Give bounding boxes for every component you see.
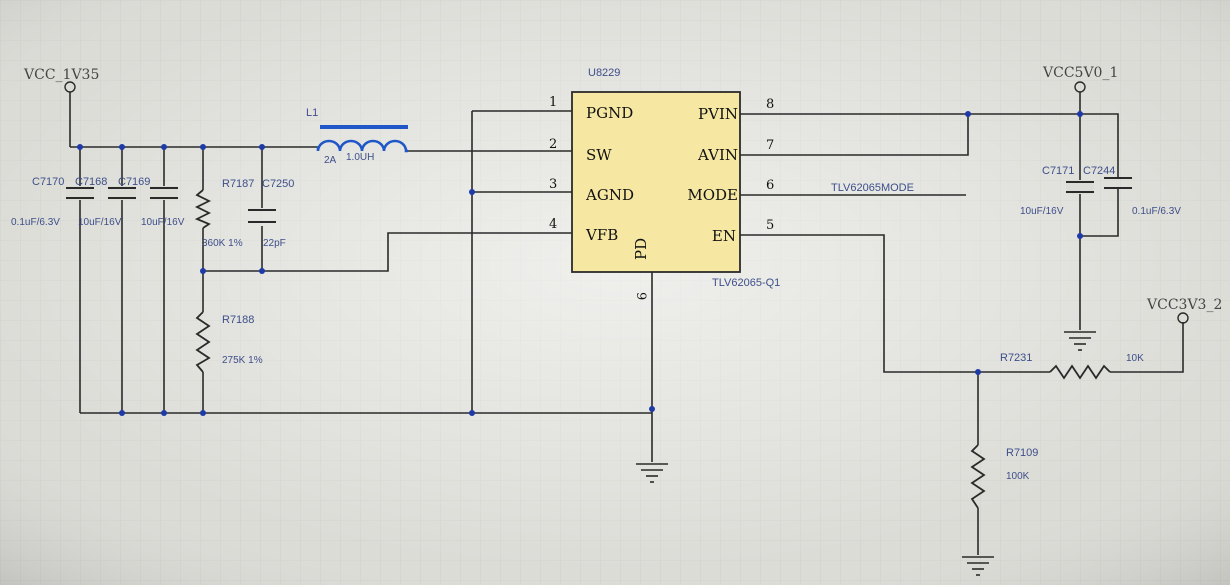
refdes-c7170: C7170 bbox=[32, 176, 64, 188]
junctions bbox=[77, 111, 1083, 416]
junction-dot bbox=[965, 111, 971, 117]
net-label-vcc1v35: VCC_1V35 bbox=[23, 67, 99, 83]
net-label-vcc5v0: VCC5V0_1 bbox=[1042, 65, 1118, 81]
junction-dot bbox=[259, 268, 265, 274]
pin-name-agnd: AGND bbox=[585, 186, 634, 204]
refdes-l1: L1 bbox=[306, 107, 318, 119]
wire-r7231-to-3v3 bbox=[1110, 322, 1184, 373]
junction-dot bbox=[77, 144, 83, 150]
ground-symbol-icon bbox=[636, 463, 668, 483]
pin-name-pgnd: PGND bbox=[586, 104, 633, 122]
inductor-coil-icon bbox=[316, 139, 408, 153]
junction-dot bbox=[259, 144, 265, 150]
value-r7109: 100K bbox=[1006, 471, 1030, 482]
value-c7244: 0.1uF/6.3V bbox=[1132, 206, 1181, 217]
pin-number-3: 3 bbox=[549, 177, 557, 192]
resistor-r7109-icon bbox=[970, 444, 986, 509]
inductor-current: 2A bbox=[324, 155, 337, 166]
refdes-c7171: C7171 bbox=[1042, 165, 1074, 177]
wire-avin bbox=[740, 114, 969, 156]
junction-dot bbox=[975, 369, 981, 375]
power-port-vcc3v3: VCC3V3_2 bbox=[1146, 297, 1222, 324]
pin-number-8: 8 bbox=[766, 97, 774, 112]
junction-dot bbox=[161, 144, 167, 150]
pin-number-1: 1 bbox=[549, 95, 557, 110]
ground-symbol-icon bbox=[962, 556, 994, 576]
pin-name-mode: MODE bbox=[687, 186, 738, 204]
resistor-r7187-icon bbox=[194, 189, 212, 229]
resistor-r7188-icon bbox=[195, 311, 211, 373]
power-port-circle-icon bbox=[1177, 312, 1189, 324]
junction-dot bbox=[119, 410, 125, 416]
refdes-c7250: C7250 bbox=[262, 178, 294, 190]
junction-dot bbox=[469, 189, 475, 195]
pin-number-6: 6 bbox=[766, 178, 774, 193]
refdes-r7109: R7109 bbox=[1006, 447, 1038, 459]
refdes-r7188: R7188 bbox=[222, 314, 254, 326]
refdes-c7169: C7169 bbox=[118, 176, 150, 188]
net-label-vcc3v3: VCC3V3_2 bbox=[1146, 297, 1222, 313]
capacitor-c7170-icon bbox=[66, 186, 94, 200]
resistor-r7231-icon bbox=[1049, 364, 1111, 380]
value-c7171: 10uF/16V bbox=[1020, 206, 1064, 217]
junction-dot bbox=[469, 410, 475, 416]
ic-part-number: TLV62065-Q1 bbox=[712, 277, 780, 289]
refdes-c7168: C7168 bbox=[75, 176, 107, 188]
refdes-r7187: R7187 bbox=[222, 178, 254, 190]
power-port-circle-icon bbox=[1074, 81, 1086, 93]
pin-number-7: 7 bbox=[766, 138, 774, 153]
ic-u8229: U8229 TLV62065-Q1 PGND SW AGND VFB 1 2 3… bbox=[549, 67, 780, 300]
inductor-l1: L1 2A 1.0UH bbox=[306, 107, 408, 166]
wire-c7244-top bbox=[1080, 113, 1119, 178]
junction-dot bbox=[200, 144, 206, 150]
junction-dot bbox=[119, 144, 125, 150]
pin-number-4: 4 bbox=[549, 217, 557, 232]
ic-body bbox=[571, 91, 741, 273]
refdes-c7244: C7244 bbox=[1083, 165, 1115, 177]
ic-refdes: U8229 bbox=[588, 67, 620, 79]
value-c7250: 22pF bbox=[263, 238, 286, 249]
power-port-circle-icon bbox=[64, 81, 76, 93]
capacitor-c7169-icon bbox=[150, 186, 178, 200]
capacitor-c7244-icon bbox=[1104, 177, 1132, 189]
power-port-vcc1v35: VCC_1V35 bbox=[23, 67, 99, 93]
pin-number-2: 2 bbox=[549, 137, 557, 152]
net-label-mode: TLV62065MODE bbox=[831, 182, 914, 194]
junction-dot bbox=[649, 406, 655, 412]
ground-symbol-icon bbox=[1064, 331, 1096, 351]
capacitor-c7250-icon bbox=[248, 209, 276, 223]
pin-name-vfb: VFB bbox=[585, 226, 618, 244]
value-r7187: 360K 1% bbox=[202, 238, 243, 249]
junction-dot bbox=[1077, 111, 1083, 117]
pin-name-sw: SW bbox=[586, 146, 612, 164]
junction-dot bbox=[161, 410, 167, 416]
capacitor-c7171-icon bbox=[1066, 180, 1094, 194]
wire-vfb bbox=[203, 232, 572, 272]
value-c7169: 10uF/16V bbox=[141, 217, 185, 228]
wire-c7244-bottom bbox=[1080, 188, 1119, 237]
value-c7168: 10uF/16V bbox=[78, 217, 122, 228]
junction-dot bbox=[1077, 233, 1083, 239]
pin-number-5: 5 bbox=[766, 218, 774, 233]
refdes-r7231: R7231 bbox=[1000, 352, 1032, 364]
inductor-value: 1.0UH bbox=[346, 152, 374, 163]
value-r7188: 275K 1% bbox=[222, 355, 263, 366]
junction-dot bbox=[200, 268, 206, 274]
pin-number-9: 9 bbox=[633, 292, 648, 300]
value-r7231: 10K bbox=[1126, 353, 1144, 364]
pin-name-avin: AVIN bbox=[697, 146, 738, 164]
pin-name-pd: PD bbox=[632, 238, 650, 260]
pin-name-pvin: PVIN bbox=[698, 105, 738, 123]
junction-dot bbox=[200, 410, 206, 416]
value-c7170: 0.1uF/6.3V bbox=[11, 217, 60, 228]
pin-name-en: EN bbox=[712, 227, 736, 245]
wire-en bbox=[740, 234, 1050, 373]
capacitor-c7168-icon bbox=[108, 186, 136, 200]
power-port-vcc5v0: VCC5V0_1 bbox=[1042, 65, 1118, 93]
